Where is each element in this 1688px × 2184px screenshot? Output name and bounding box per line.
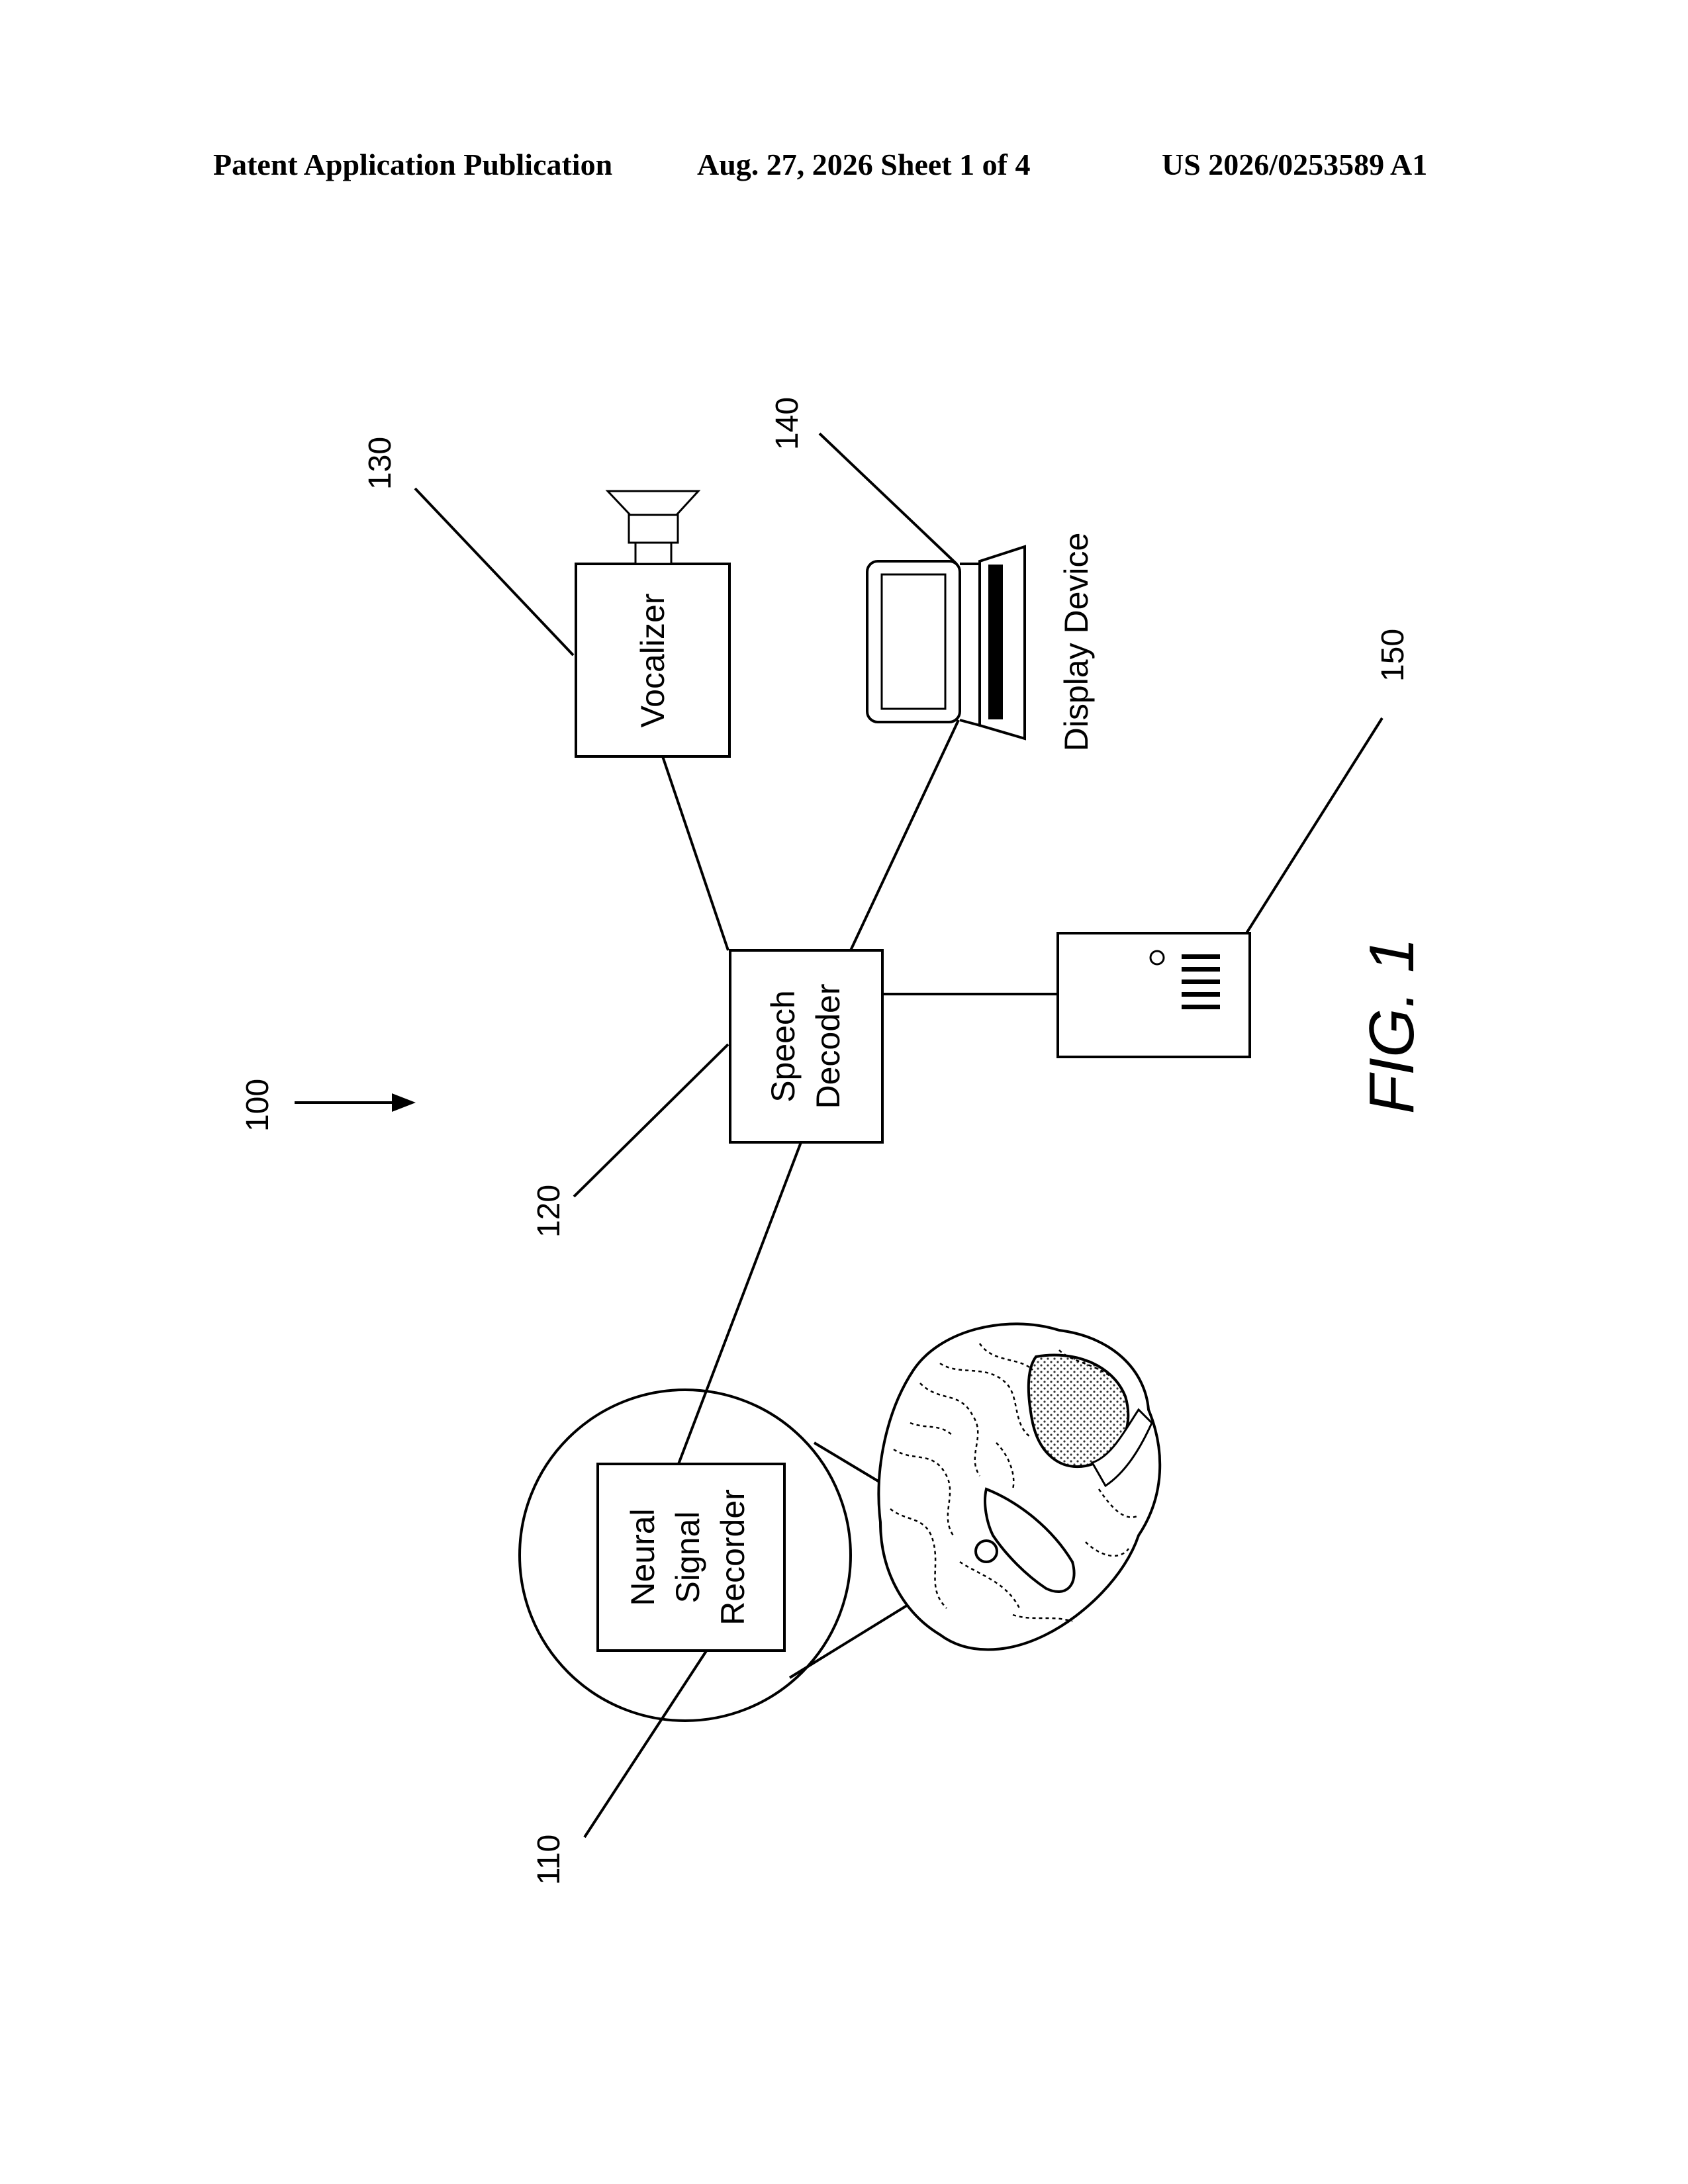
- vocalizer-label: Vocalizer: [634, 594, 671, 728]
- speech-decoder-label-line2: Decoder: [810, 984, 847, 1109]
- server-block: [1058, 933, 1250, 1057]
- display-device-label: Display Device: [1058, 533, 1095, 752]
- server-power-icon: [1150, 951, 1164, 964]
- laptop-screen: [882, 574, 945, 709]
- system-arrow: [295, 1093, 416, 1112]
- leader-130: [415, 488, 573, 655]
- cerebrum-outline: [878, 1324, 1160, 1649]
- display-device: Display Device: [867, 533, 1095, 752]
- brain-illustration: [878, 1324, 1160, 1649]
- line-decoder-to-recorder: [679, 1142, 801, 1464]
- speaker-icon: [608, 491, 698, 564]
- leader-120: [574, 1044, 728, 1197]
- speech-decoder-label-line1: Speech: [765, 990, 802, 1103]
- figure-caption: FIG. 1: [1356, 938, 1427, 1115]
- leader-140: [820, 433, 957, 564]
- implant-site: [976, 1541, 997, 1562]
- speech-decoder-box: [730, 950, 882, 1142]
- recorder-label-line2: Signal: [669, 1512, 706, 1604]
- vocalizer-block: Vocalizer: [576, 491, 729, 756]
- laptop-icon: [867, 547, 1025, 739]
- arrow-head: [392, 1093, 416, 1112]
- leader-150: [1246, 718, 1382, 933]
- recorder-label-line3: Recorder: [714, 1489, 751, 1625]
- ref-120: 120: [532, 1185, 567, 1238]
- laptop-keyboard: [990, 566, 1002, 718]
- line-decoder-to-vocalizer: [662, 754, 728, 950]
- ref-150: 150: [1376, 629, 1411, 682]
- ref-130: 130: [363, 437, 398, 490]
- speech-decoder-block: Speech Decoder: [730, 950, 882, 1142]
- ref-140: 140: [770, 397, 805, 450]
- recorder-label-line1: Neural: [624, 1508, 661, 1606]
- ref-110: 110: [532, 1835, 567, 1886]
- ref-100: 100: [240, 1079, 275, 1132]
- leader-110: [585, 1648, 708, 1837]
- line-decoder-to-display: [851, 720, 959, 950]
